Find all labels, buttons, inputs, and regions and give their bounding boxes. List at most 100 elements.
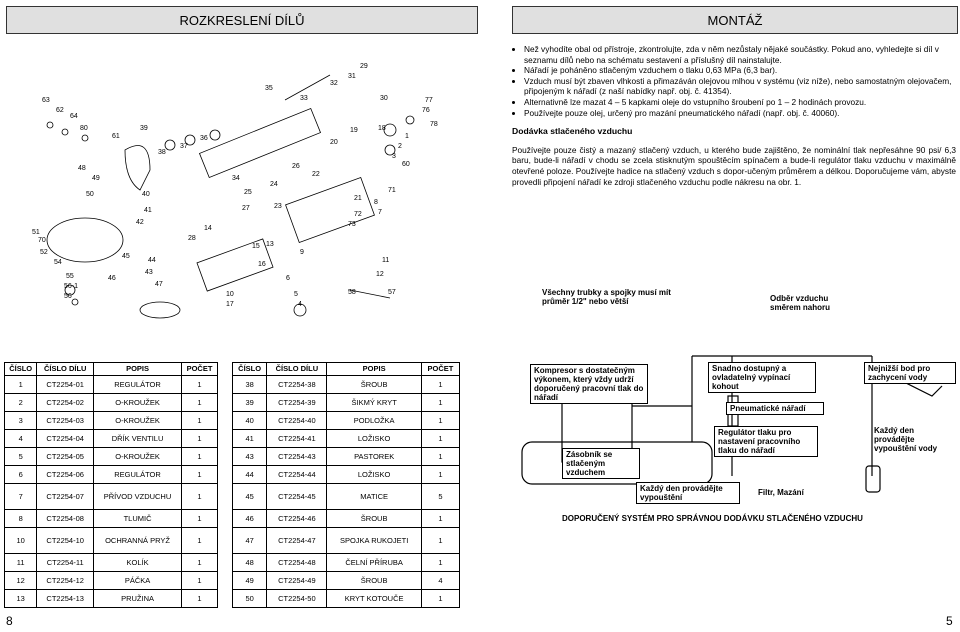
table-cell: CT2254-40	[266, 411, 328, 430]
assembly-instructions: Než vyhodíte obal od přístroje, zkontrol…	[512, 44, 956, 187]
table-cell: CT2254-10	[36, 527, 95, 554]
part-label: 32	[330, 80, 338, 87]
table-cell: 1	[181, 571, 218, 590]
part-label: 38	[158, 149, 166, 156]
montaz-item: Vzduch musí být zbaven vlhkosti a přimaz…	[524, 76, 956, 97]
col-header: ČÍSLO	[231, 362, 268, 376]
table-cell: 1	[420, 411, 461, 430]
table-cell: 48	[231, 553, 268, 572]
system-caption: DOPORUČENÝ SYSTÉM PRO SPRÁVNOU DODÁVKU S…	[562, 514, 942, 523]
part-label: 9	[300, 249, 304, 256]
table-cell: 39	[231, 393, 268, 412]
part-label: 43	[145, 269, 153, 276]
table-cell: PODLOŽKA	[326, 411, 422, 430]
table-cell: 1	[181, 553, 218, 572]
table-cell: 12	[3, 571, 38, 590]
table-cell: 40	[231, 411, 268, 430]
part-label: 25	[244, 189, 252, 196]
table-cell: PŘÍVOD VZDUCHU	[93, 483, 182, 510]
part-label: 15	[252, 243, 260, 250]
table-cell: 1	[420, 553, 461, 572]
part-label: 44	[148, 257, 156, 264]
table-cell: 44	[231, 465, 268, 484]
table-cell: 1	[181, 393, 218, 412]
table-cell: 1	[420, 527, 461, 554]
part-label: 11	[382, 257, 389, 264]
table-cell: 1	[181, 509, 218, 528]
table-cell: 1	[420, 429, 461, 448]
part-label: 26	[292, 163, 300, 170]
part-label: 73	[348, 221, 356, 228]
table-cell: 1	[420, 589, 461, 608]
part-label: 14	[204, 225, 212, 232]
page-number-left: 8	[6, 614, 13, 628]
table-cell: 10	[3, 527, 38, 554]
table-cell: CT2254-38	[266, 375, 328, 394]
part-label: 46	[108, 275, 116, 282]
table-cell: LOŽISKO	[326, 429, 422, 448]
table-cell: 1	[420, 447, 461, 466]
part-label: 51	[32, 229, 40, 236]
col-header: ČÍSLO DÍLU	[36, 362, 95, 376]
part-label: 30	[380, 95, 388, 102]
col-header: POČET	[420, 362, 461, 376]
table-cell: 1	[420, 509, 461, 528]
part-label: 6	[286, 275, 290, 282]
table-cell: 4	[3, 429, 38, 448]
part-label: 64	[70, 113, 78, 120]
table-cell: ŠROUB	[326, 571, 422, 590]
rotor-shaft	[284, 74, 331, 101]
tank-shape	[521, 441, 713, 485]
table-cell: CT2254-13	[36, 589, 95, 608]
part-label: 76	[422, 107, 430, 114]
table-cell: ŠIKMÝ KRYT	[326, 393, 422, 412]
table-cell: SPOJKA RUKOJETI	[326, 527, 422, 554]
table-cell: 1	[181, 527, 218, 554]
col-header: POPIS	[326, 362, 422, 376]
part-label: 18	[378, 125, 386, 132]
table-cell: 43	[231, 447, 268, 466]
motor-housing	[198, 107, 322, 179]
part-label: 57	[388, 289, 396, 296]
part-label: 13	[266, 241, 274, 248]
table-cell: 1	[420, 393, 461, 412]
part-label: 42	[136, 219, 144, 226]
part-label: 80	[80, 125, 88, 132]
table-cell: CT2254-49	[266, 571, 328, 590]
tank-label: Zásobník se stlačeným vzduchem	[562, 448, 640, 479]
table-cell: 1	[181, 589, 218, 608]
shutoff-label: Snadno dostupný a ovladatelný vypínací k…	[708, 362, 816, 393]
table-cell: KOLÍK	[93, 553, 182, 572]
filter-label: Filtr, Mazání	[758, 488, 838, 497]
part-label: 5	[294, 291, 298, 298]
flow-label: Odběr vzduchu směrem nahoru	[770, 294, 860, 312]
part-label: 19	[350, 127, 358, 134]
part-label: 3	[392, 153, 396, 160]
part-label: 28	[188, 235, 196, 242]
part-label: 56	[64, 293, 72, 300]
table-cell: CT2254-43	[266, 447, 328, 466]
low-point-label: Nejnižší bod pro zachycení vody	[864, 362, 956, 384]
table-cell: 8	[3, 509, 38, 528]
table-cell: CT2254-50	[266, 589, 328, 608]
table-cell: CT2254-39	[266, 393, 328, 412]
daily-drain-label: Každý den provádějte vypouštění	[636, 482, 740, 504]
part-label: 45	[122, 253, 130, 260]
part-label: 72	[354, 211, 362, 218]
tool-label: Pneumatické nářadí	[726, 402, 824, 415]
table-cell: 50	[231, 589, 268, 608]
part-label: 39	[140, 125, 148, 132]
table-cell: 6	[3, 465, 38, 484]
part-label: 31	[348, 73, 356, 80]
